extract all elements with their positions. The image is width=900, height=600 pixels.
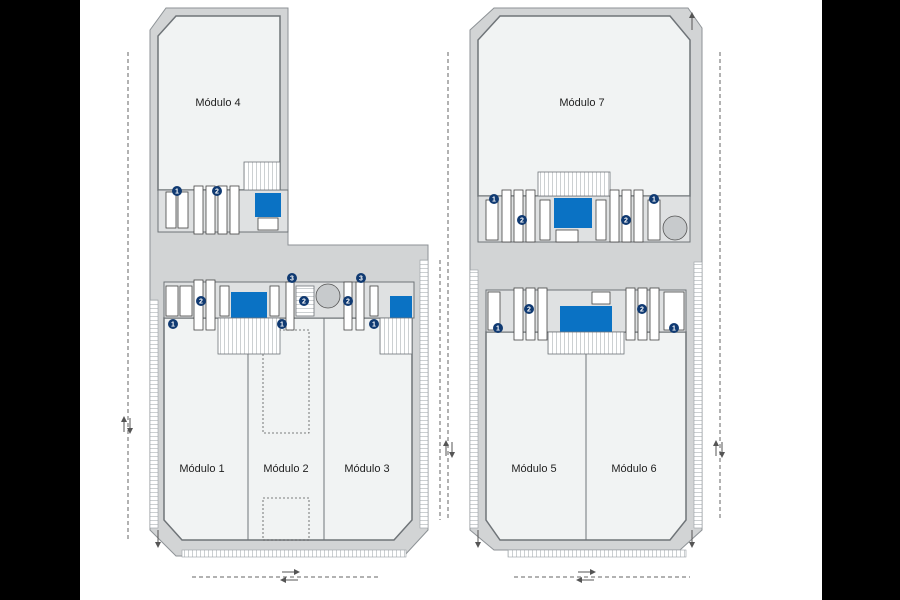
svg-text:1: 1 xyxy=(372,322,376,329)
module-1-label: Módulo 1 xyxy=(179,463,224,475)
numbered-circle-icon: 2 xyxy=(637,304,647,314)
numbered-circle-icon: 3 xyxy=(287,273,297,283)
module-5-label: Módulo 5 xyxy=(511,463,556,475)
module-3-label: Módulo 3 xyxy=(344,463,389,475)
svg-text:1: 1 xyxy=(280,322,284,329)
numbered-circle-icon: 1 xyxy=(168,319,178,329)
svg-text:2: 2 xyxy=(215,189,219,196)
svg-text:2: 2 xyxy=(346,299,350,306)
module-4-label: Módulo 4 xyxy=(195,97,240,109)
svg-text:2: 2 xyxy=(527,307,531,314)
module-7-label: Módulo 7 xyxy=(559,97,604,109)
svg-text:1: 1 xyxy=(175,189,179,196)
modules-1-3-area xyxy=(163,317,413,541)
numbered-circle-icon: 1 xyxy=(172,186,182,196)
module-2-label: Módulo 2 xyxy=(263,463,308,475)
numbered-circle-icon: 2 xyxy=(196,296,206,306)
svg-text:1: 1 xyxy=(652,197,656,204)
svg-text:2: 2 xyxy=(640,307,644,314)
svg-text:2: 2 xyxy=(199,299,203,306)
numbered-badges: 1 2 2 1 3 2 1 3 2 1 1 2 2 1 2 2 1 1 xyxy=(168,186,679,333)
numbered-circle-icon: 2 xyxy=(343,296,353,306)
double-arrow-horizontal-icon xyxy=(280,569,596,583)
numbered-circle-icon: 2 xyxy=(517,215,527,225)
svg-text:1: 1 xyxy=(492,197,496,204)
svg-text:3: 3 xyxy=(290,276,294,283)
svg-text:2: 2 xyxy=(624,218,628,225)
numbered-circle-icon: 3 xyxy=(356,273,366,283)
right-building xyxy=(447,7,721,578)
numbered-circle-icon: 2 xyxy=(299,296,309,306)
double-arrow-vertical-icon xyxy=(121,12,725,548)
svg-text:1: 1 xyxy=(672,326,676,333)
numbered-circle-icon: 1 xyxy=(669,323,679,333)
numbered-circle-icon: 1 xyxy=(277,319,287,329)
numbered-circle-icon: 1 xyxy=(649,194,659,204)
numbered-circle-icon: 1 xyxy=(493,323,503,333)
svg-text:3: 3 xyxy=(359,276,363,283)
numbered-circle-icon: 2 xyxy=(212,186,222,196)
module-6-label: Módulo 6 xyxy=(611,463,656,475)
svg-text:1: 1 xyxy=(171,322,175,329)
numbered-circle-icon: 1 xyxy=(489,194,499,204)
numbered-circle-icon: 1 xyxy=(369,319,379,329)
numbered-circle-icon: 2 xyxy=(621,215,631,225)
numbered-circle-icon: 2 xyxy=(524,304,534,314)
svg-text:1: 1 xyxy=(496,326,500,333)
svg-text:2: 2 xyxy=(520,218,524,225)
svg-text:2: 2 xyxy=(302,299,306,306)
